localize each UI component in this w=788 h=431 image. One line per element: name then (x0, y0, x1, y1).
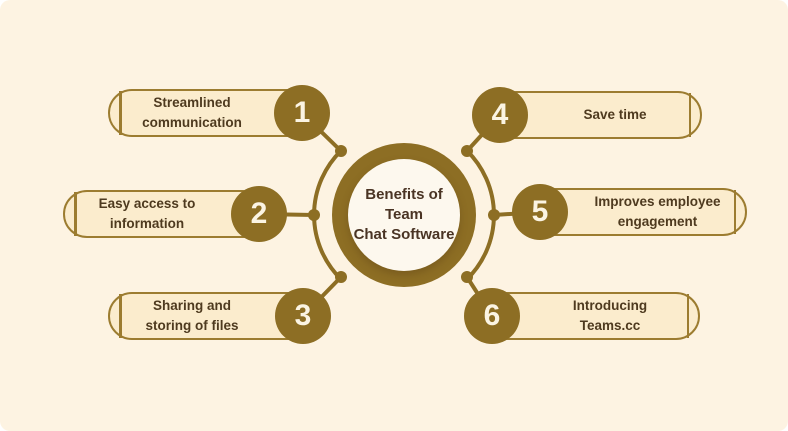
number-circle-5: 5 (512, 184, 568, 240)
center-ring: Benefits of Team Chat Software (332, 143, 476, 287)
benefit-label-4: Save time (583, 106, 647, 122)
node-dot-1 (335, 145, 347, 157)
node-dot-2 (308, 209, 320, 221)
benefit-label-3: Sharing and storing of files (145, 297, 239, 333)
number-circle-6: 6 (464, 288, 520, 344)
benefit-label-1: Streamlined communication (142, 94, 242, 130)
number-4: 4 (491, 98, 509, 131)
center-title: Benefits of Team Chat Software (353, 185, 455, 244)
benefit-label-5: Improves employee engagement (594, 193, 721, 229)
node-dot-5 (488, 209, 500, 221)
node-dot-4 (461, 145, 473, 157)
number-2: 2 (250, 197, 268, 230)
benefit-pill-6: Introducing Teams.cc (484, 292, 700, 340)
number-1: 1 (293, 96, 311, 129)
benefit-label-6: Introducing Teams.cc (572, 297, 648, 333)
benefit-label-2: Easy access to information (98, 195, 196, 231)
number-circle-1: 1 (274, 85, 330, 141)
number-6: 6 (483, 299, 501, 332)
number-3: 3 (294, 299, 312, 332)
center-circle: Benefits of Team Chat Software (348, 159, 460, 271)
number-circle-2: 2 (231, 186, 287, 242)
node-dot-3 (335, 271, 347, 283)
node-dot-6 (461, 271, 473, 283)
number-circle-4: 4 (472, 87, 528, 143)
number-circle-3: 3 (275, 288, 331, 344)
number-5: 5 (531, 195, 549, 228)
